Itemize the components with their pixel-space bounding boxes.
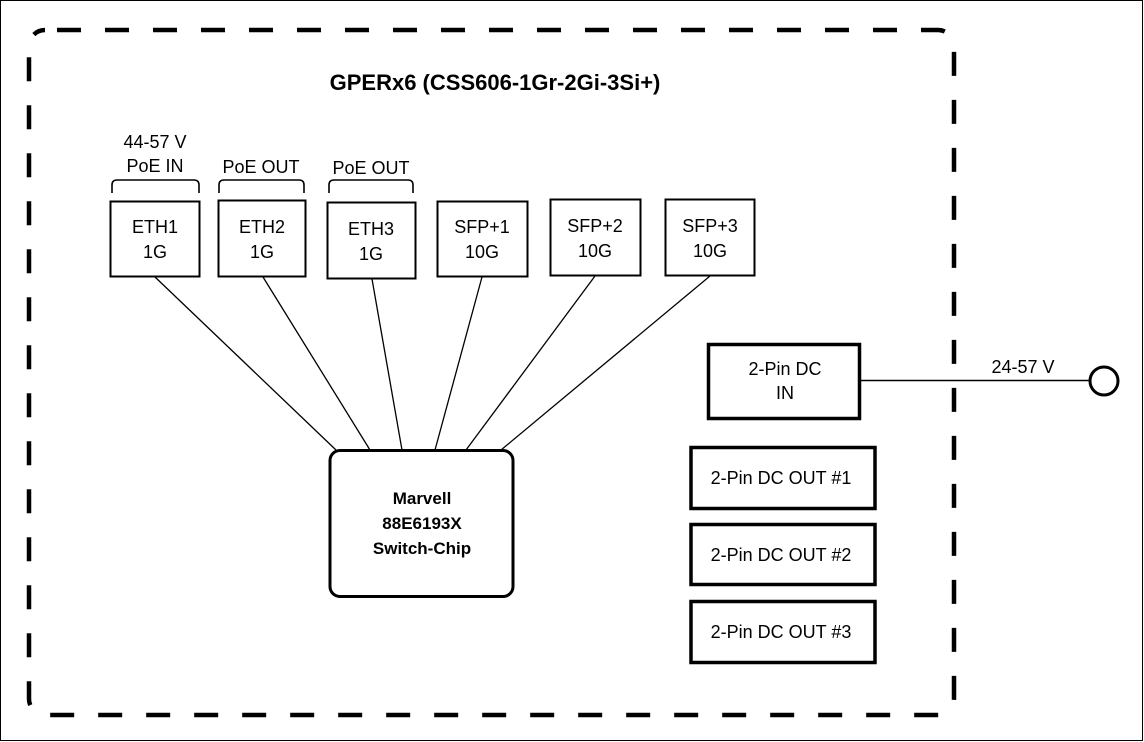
port-sfp3-name: SFP+3 xyxy=(682,216,738,236)
eth3-poe-label: PoE OUT xyxy=(332,158,409,178)
port-eth1[interactable]: ETH1 1G xyxy=(109,200,201,278)
port-eth3[interactable]: ETH3 1G xyxy=(326,201,417,280)
dc-out-2-label: 2-Pin DC OUT #2 xyxy=(711,545,852,565)
port-eth3-box xyxy=(326,201,417,280)
port-sfp2-speed: 10G xyxy=(578,241,612,261)
connection-sfp3 xyxy=(500,275,711,451)
connection-eth2 xyxy=(262,276,371,451)
port-sfp2[interactable]: SFP+2 10G xyxy=(549,198,642,277)
dc-out-2[interactable]: 2-Pin DC OUT #2 xyxy=(689,522,877,587)
connection-eth1 xyxy=(154,276,337,451)
eth1-voltage-label: 44-57 V xyxy=(123,132,186,152)
port-sfp3-speed: 10G xyxy=(693,241,727,261)
switch-chip-box xyxy=(328,449,515,598)
port-sfp1-speed: 10G xyxy=(465,242,499,262)
port-sfp2-box xyxy=(549,198,642,277)
dc-in-voltage-label: 24-57 V xyxy=(991,357,1054,377)
port-eth1-box xyxy=(109,200,201,278)
port-eth3-name: ETH3 xyxy=(348,219,394,239)
port-sfp3[interactable]: SFP+3 10G xyxy=(664,198,756,277)
port-sfp1-box xyxy=(436,200,529,278)
connection-sfp1 xyxy=(434,276,483,451)
switch-chip[interactable]: Marvell 88E6193X Switch-Chip xyxy=(328,449,515,598)
dc-in-label-line1: 2-Pin DC xyxy=(748,359,821,379)
port-eth2-speed: 1G xyxy=(250,242,274,262)
dc-in-box xyxy=(706,342,862,421)
power-terminal-icon xyxy=(1088,365,1120,397)
switch-chip-vendor: Marvell xyxy=(393,489,452,508)
dc-out-1[interactable]: 2-Pin DC OUT #1 xyxy=(689,445,877,511)
eth3-bracket xyxy=(328,179,414,193)
connection-sfp2 xyxy=(465,275,596,451)
dc-in-label-line2: IN xyxy=(776,383,794,403)
dc-out-3-box xyxy=(689,599,877,665)
switch-chip-type: Switch-Chip xyxy=(373,539,471,558)
dc-out-3-label: 2-Pin DC OUT #3 xyxy=(711,622,852,642)
eth2-bracket xyxy=(218,179,305,193)
eth1-bracket xyxy=(111,179,200,193)
port-sfp3-box xyxy=(664,198,756,277)
dc-out-3[interactable]: 2-Pin DC OUT #3 xyxy=(689,599,877,665)
port-sfp1[interactable]: SFP+1 10G xyxy=(436,200,529,278)
port-eth1-speed: 1G xyxy=(143,242,167,262)
connection-eth3 xyxy=(371,278,403,451)
port-sfp2-name: SFP+2 xyxy=(567,216,623,236)
port-eth2-name: ETH2 xyxy=(239,217,285,237)
eth1-poe-label: PoE IN xyxy=(126,156,183,176)
dc-out-1-box xyxy=(689,445,877,511)
dc-out-2-box xyxy=(689,522,877,587)
dc-out-1-label: 2-Pin DC OUT #1 xyxy=(711,468,852,488)
eth2-poe-label: PoE OUT xyxy=(222,157,299,177)
diagram-title: GPERx6 (CSS606-1Gr-2Gi-3Si+) xyxy=(330,70,661,95)
device-enclosure xyxy=(26,27,957,718)
dc-in-connector[interactable]: 2-Pin DC IN xyxy=(706,342,862,421)
port-sfp1-name: SFP+1 xyxy=(454,217,510,237)
port-connections xyxy=(154,275,711,451)
port-eth2-box xyxy=(217,199,307,278)
port-eth2[interactable]: ETH2 1G xyxy=(217,199,307,278)
switch-chip-model: 88E6193X xyxy=(382,514,462,533)
port-eth1-name: ETH1 xyxy=(132,217,178,237)
port-eth3-speed: 1G xyxy=(359,244,383,264)
